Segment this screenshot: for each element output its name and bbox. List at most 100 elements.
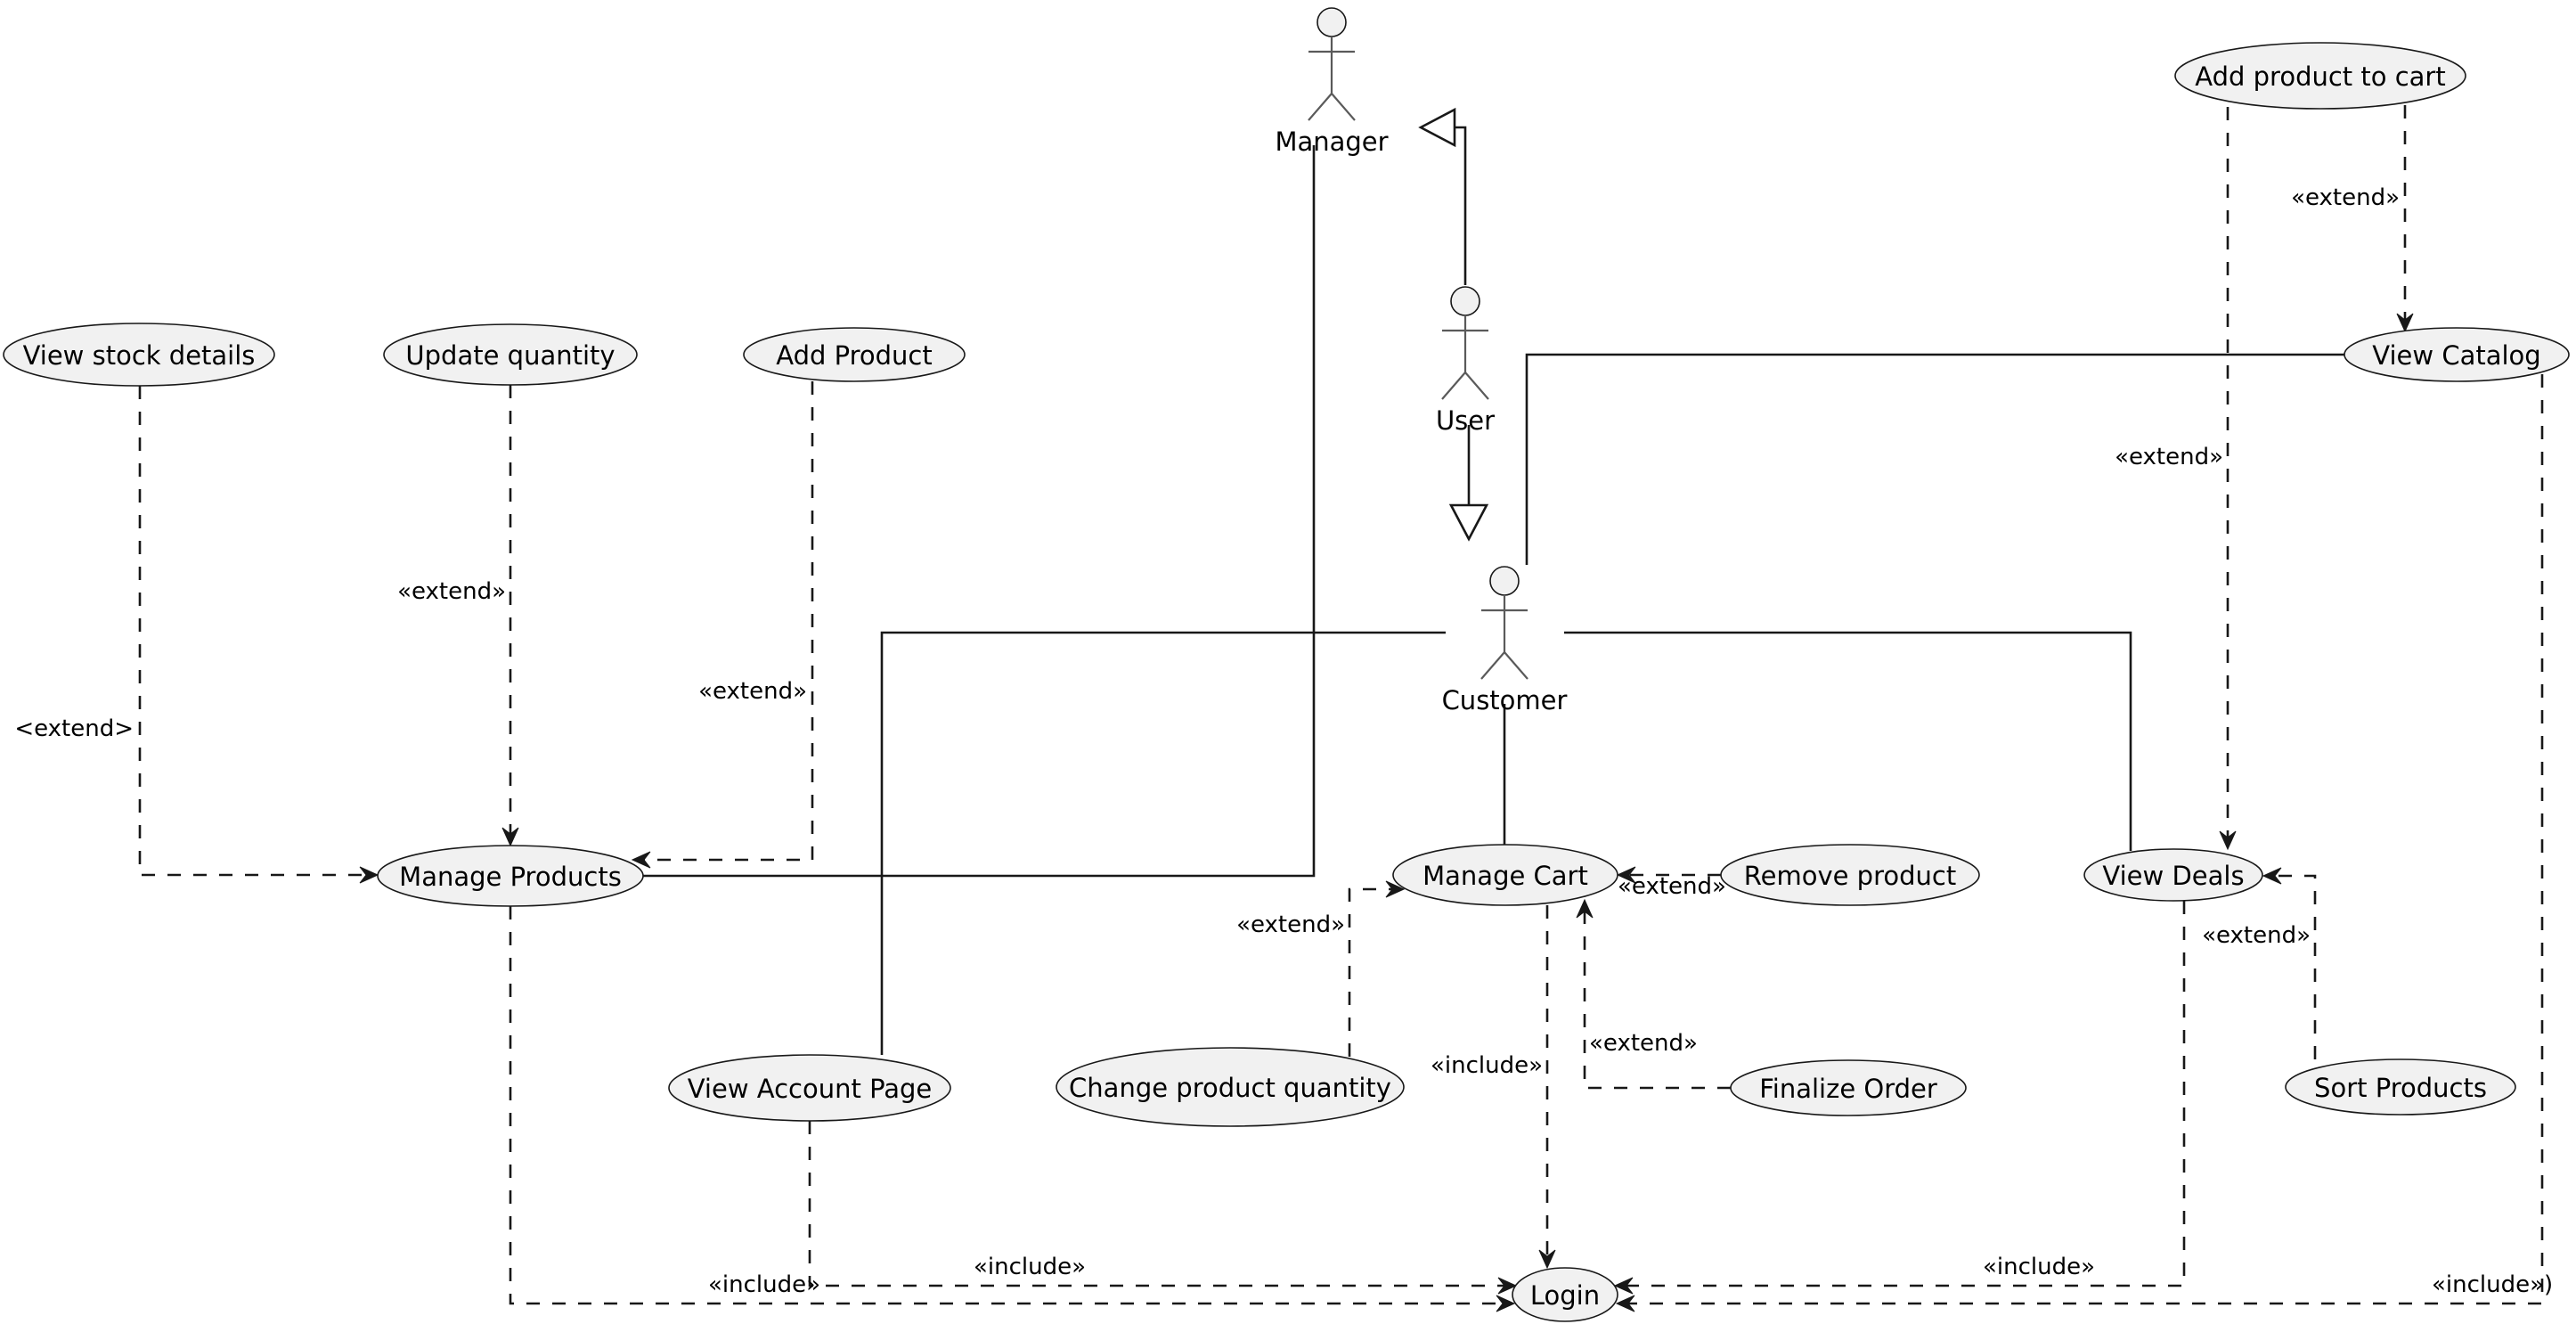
relation-finalize-extends-manage-cart[interactable] [1576, 898, 1731, 1090]
usecase-label: Change product quantity [1069, 1073, 1391, 1103]
extend-line [1348, 887, 1393, 1057]
relation-customer-generalizes-user[interactable] [1448, 425, 1489, 542]
usecase-label: Sort Products [2314, 1073, 2487, 1103]
extend-label: «extend» [698, 678, 807, 705]
stick-figure-icon [1441, 286, 1489, 400]
usecase-label: View Account Page [688, 1074, 933, 1104]
association-line [1525, 353, 2344, 565]
include-label: «include» [708, 1271, 820, 1298]
usecase-sort-products[interactable]: Sort Products [2285, 1058, 2516, 1116]
stick-figure-icon [1308, 7, 1356, 121]
usecase-label: View stock details [23, 340, 256, 371]
usecase-ellipse [2174, 42, 2466, 110]
usecase-ellipse [383, 323, 638, 386]
arrowhead-icon [1613, 1277, 1634, 1295]
usecase-view-catalog[interactable]: View Catalog [2344, 327, 2570, 382]
extend-label: «extend» [1236, 911, 1345, 938]
relation-change-qty-extends-manage-cart[interactable] [1348, 880, 1406, 1057]
arrowhead-icon [1615, 1295, 1635, 1312]
usecase-label: Add Product [776, 340, 932, 371]
relation-add-product-extends-manage-products[interactable] [631, 381, 814, 869]
usecase-ellipse [1730, 1059, 1967, 1116]
relation-remove-product-extends-manage-cart[interactable] [1616, 866, 1721, 884]
usecase-view-deals[interactable]: View Deals [2083, 848, 2263, 902]
usecase-ellipse [3, 323, 275, 387]
usecase-label: Update quantity [405, 340, 615, 371]
usecase-add-product-to-cart[interactable]: Add product to cart [2174, 42, 2466, 110]
relation-stock-extends-manage-products[interactable] [138, 386, 379, 884]
arrowhead-icon [1385, 880, 1406, 898]
relation-add-to-cart-extends-view-catalog[interactable] [2396, 105, 2414, 333]
extend-line [138, 386, 367, 877]
usecase-view-account-page[interactable]: View Account Page [668, 1054, 951, 1122]
arrowhead-icon [1538, 1249, 1556, 1270]
arrowhead-icon [501, 827, 519, 847]
relation-view-account-includes-login[interactable] [808, 1121, 1518, 1295]
relation-add-to-cart-extends-view-deals[interactable] [2219, 107, 2237, 851]
relation-customer-view-catalog[interactable] [1525, 353, 2344, 565]
extend-label: «extend» [1589, 1030, 1698, 1057]
actor-label: Customer [1442, 685, 1568, 715]
usecase-login[interactable]: Login [1512, 1267, 1618, 1322]
include-label: «include» [1431, 1052, 1543, 1079]
arrowhead-icon [1497, 1277, 1518, 1295]
arrowhead-icon [359, 866, 379, 884]
actor-label: Manager [1275, 127, 1388, 157]
relation-customer-view-account[interactable] [880, 631, 1446, 1055]
usecase-ellipse [1056, 1047, 1405, 1127]
relation-user-generalizes-manager[interactable] [1418, 107, 1467, 285]
extend-label: «extend» [397, 578, 506, 605]
include-label: «include») [2432, 1271, 2553, 1298]
usecase-add-product[interactable]: Add Product [743, 327, 966, 382]
extend-label: «extend» [1618, 873, 1726, 900]
relation-view-catalog-includes-login[interactable] [1615, 374, 2544, 1312]
usecase-ellipse [2285, 1058, 2516, 1116]
include-line [1626, 901, 2186, 1287]
relation-manage-cart-includes-login[interactable] [1538, 905, 1556, 1270]
extend-label: «extend» [2115, 444, 2223, 470]
actor-manager[interactable]: Manager [1275, 7, 1389, 157]
usecase-label: Login [1530, 1280, 1600, 1311]
usecase-ellipse [2083, 848, 2263, 902]
usecase-remove-product[interactable]: Remove product [1720, 844, 1980, 906]
nodes-layer: View stock details Update quantity Add Pro… [3, 7, 2570, 1322]
relation-manager-manage-products[interactable] [643, 145, 1316, 878]
relation-update-qty-extends-manage-products[interactable] [501, 385, 519, 847]
usecase-manage-products[interactable]: Manage Products [377, 845, 644, 907]
usecase-view-stock-details[interactable]: View stock details [3, 323, 275, 387]
include-line [509, 906, 1504, 1305]
edges-layer [138, 105, 2544, 1312]
extend-label: <extend> [14, 715, 134, 742]
usecase-update-quantity[interactable]: Update quantity [383, 323, 638, 386]
usecase-ellipse [668, 1054, 951, 1122]
extend-line [1583, 911, 1731, 1090]
usecase-label: Manage Cart [1423, 861, 1588, 891]
usecase-ellipse [743, 327, 966, 382]
usecase-label: View Catalog [2372, 340, 2540, 371]
labels-layer: <extend> «extend» «extend» «extend» «extend»… [14, 184, 2553, 1298]
include-line [808, 1121, 1505, 1287]
usecase-label: Remove product [1744, 861, 1956, 891]
generalization-line [1453, 126, 1467, 285]
arrowhead-icon [2262, 867, 2282, 885]
actor-customer[interactable]: Customer [1442, 566, 1568, 715]
relation-customer-view-deals[interactable] [1564, 631, 2132, 851]
usecase-ellipse [377, 845, 644, 907]
relation-sort-extends-view-deals[interactable] [2262, 867, 2317, 1059]
actor-user[interactable]: User [1436, 286, 1495, 436]
association-line [1564, 631, 2132, 851]
arrowhead-icon [1496, 1295, 1516, 1312]
usecase-change-product-quantity[interactable]: Change product quantity [1056, 1047, 1405, 1127]
relation-manage-products-includes-login[interactable] [509, 906, 1516, 1312]
usecase-manage-cart[interactable]: Manage Cart [1392, 844, 1618, 906]
usecase-finalize-order[interactable]: Finalize Order [1730, 1059, 1967, 1116]
generalization-arrow-icon [1418, 107, 1456, 148]
extend-line [2274, 874, 2317, 1059]
usecase-label: Add product to cart [2195, 61, 2445, 92]
arrowhead-icon [1616, 866, 1636, 884]
arrowhead-icon [2219, 830, 2237, 851]
stick-figure-icon [1480, 566, 1528, 680]
relation-view-deals-includes-login[interactable] [1613, 901, 2186, 1295]
usecase-label: Manage Products [399, 862, 622, 892]
usecase-ellipse [2344, 327, 2570, 382]
